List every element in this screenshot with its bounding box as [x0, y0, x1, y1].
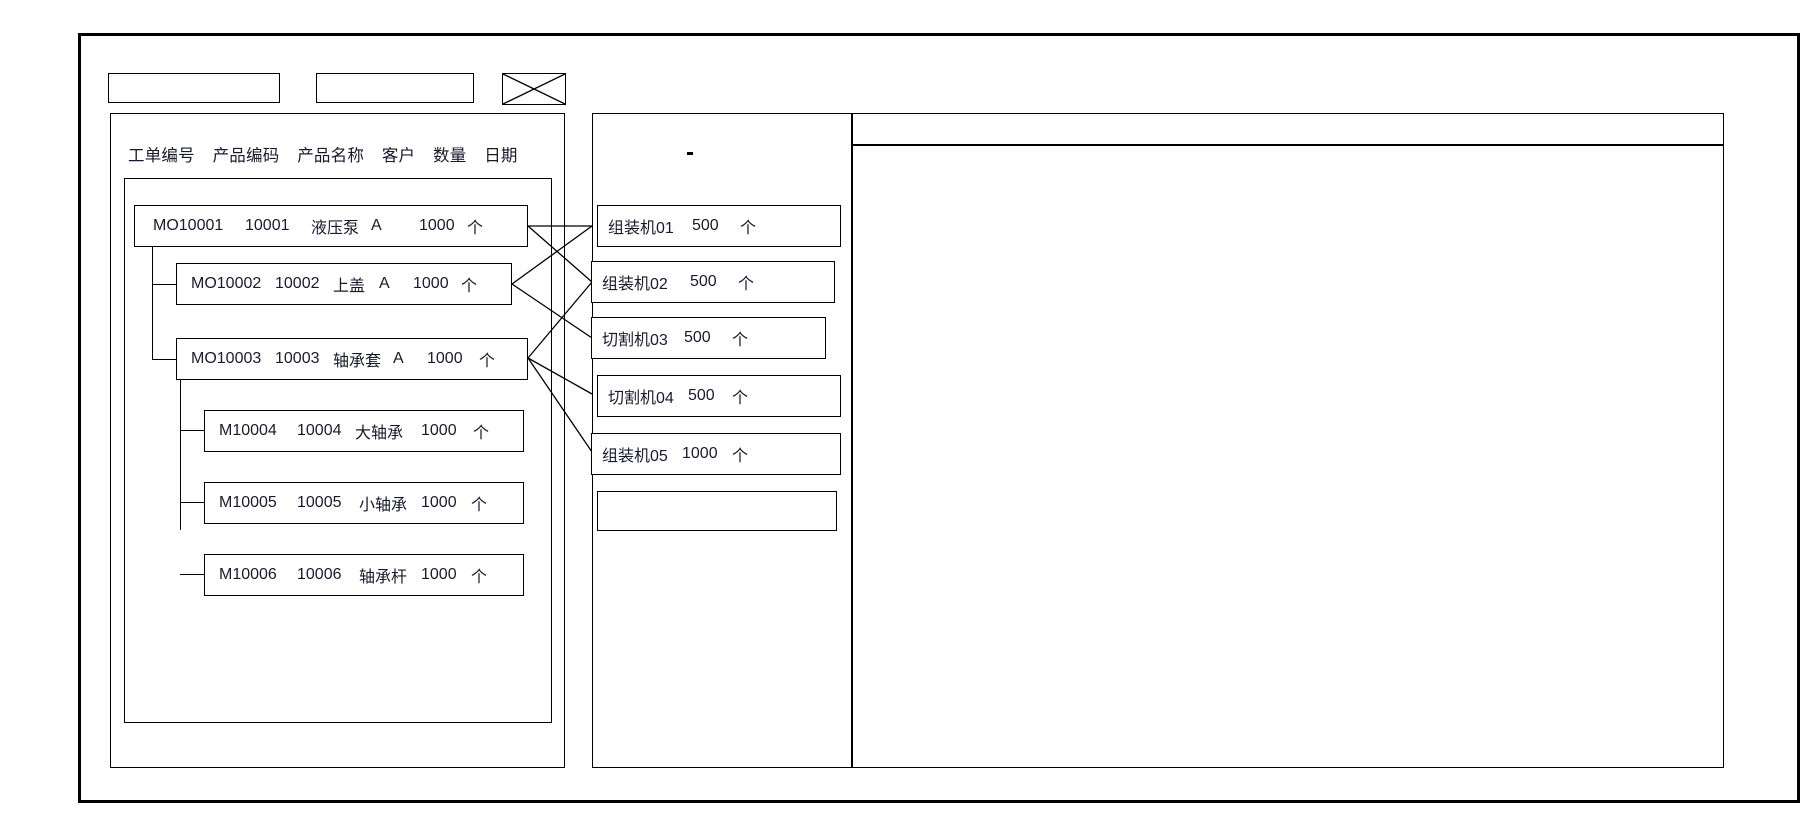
row-quantity: 1000	[413, 275, 449, 292]
row-product-name: 大轴承	[355, 425, 404, 442]
row-customer: A	[371, 217, 382, 234]
middle-panel-marker	[687, 152, 693, 155]
row-product-code: 10005	[297, 494, 342, 511]
toolbar-input-1[interactable]	[108, 73, 280, 103]
row-unit: 个	[479, 353, 496, 370]
machine-card[interactable]: 组装机05 1000 个	[591, 433, 841, 475]
row-quantity: 1000	[421, 494, 457, 511]
column-header-customer: 客户	[381, 147, 416, 165]
machine-unit: 个	[738, 276, 755, 293]
machine-quantity: 1000	[682, 445, 718, 462]
machine-quantity: 500	[690, 273, 717, 290]
row-order-no: M10004	[219, 422, 277, 439]
machine-card[interactable]: 组装机01 500 个	[597, 205, 841, 247]
tree-connector-branch-to-row6	[180, 574, 204, 576]
row-product-code: 10001	[245, 217, 290, 234]
column-header-product-code: 产品编码	[212, 147, 280, 165]
table-row[interactable]: MO10001 10001 液压泵 A 1000 个	[134, 205, 528, 247]
row-order-no: M10005	[219, 494, 277, 511]
row-unit: 个	[471, 497, 488, 514]
row-product-code: 10003	[275, 350, 320, 367]
tree-connector-branch-to-row4	[180, 430, 204, 432]
machine-card[interactable]: 切割机03 500 个	[591, 317, 826, 359]
detail-content-panel	[852, 113, 1724, 768]
column-header-date: 日期	[484, 147, 518, 165]
row-unit: 个	[473, 425, 490, 442]
tree-connector-branch-to-row3	[152, 359, 176, 361]
detail-panel-header-divider	[853, 144, 1723, 146]
row-product-name: 轴承杆	[359, 569, 408, 586]
machine-quantity: 500	[688, 387, 715, 404]
column-header-order-no: 工单编号	[128, 147, 195, 165]
machine-card[interactable]: 组装机02 500 个	[591, 261, 835, 303]
row-order-no: MO10001	[153, 217, 224, 234]
row-product-name: 小轴承	[359, 497, 408, 514]
table-row[interactable]: M10006 10006 轴承杆 1000 个	[204, 554, 524, 596]
machine-name: 组装机05	[602, 448, 668, 465]
table-row[interactable]: MO10002 10002 上盖 A 1000 个	[176, 263, 512, 305]
machine-unit: 个	[732, 390, 749, 407]
crossed-box-image-placeholder-icon[interactable]	[502, 73, 566, 105]
row-order-no: MO10002	[191, 275, 262, 292]
row-quantity: 1000	[421, 422, 457, 439]
row-quantity: 1000	[427, 350, 463, 367]
row-unit: 个	[461, 278, 478, 295]
tree-connector-trunk-2	[180, 375, 182, 530]
row-product-name: 液压泵	[311, 220, 360, 237]
machine-quantity: 500	[684, 329, 711, 346]
row-product-code: 10004	[297, 422, 342, 439]
detail-panel-content	[868, 158, 1708, 758]
row-product-code: 10006	[297, 566, 342, 583]
tree-connector-trunk-1	[152, 240, 154, 360]
machine-name: 切割机04	[608, 390, 674, 407]
row-customer: A	[393, 350, 404, 367]
row-unit: 个	[471, 569, 488, 586]
machine-name: 组装机01	[608, 220, 674, 237]
machine-quantity: 500	[692, 217, 719, 234]
row-quantity: 1000	[421, 566, 457, 583]
tree-connector-branch-to-row2	[152, 284, 176, 286]
column-header-quantity: 数量	[433, 147, 467, 165]
machine-unit: 个	[732, 448, 749, 465]
row-product-code: 10002	[275, 275, 320, 292]
column-header-product-name: 产品名称	[297, 147, 365, 165]
machine-unit: 个	[740, 220, 757, 237]
row-product-name: 上盖	[333, 278, 366, 295]
row-quantity: 1000	[419, 217, 455, 234]
row-product-name: 轴承套	[333, 353, 382, 370]
machine-card[interactable]: 切割机04 500 个	[597, 375, 841, 417]
table-row[interactable]: MO10003 10003 轴承套 A 1000 个	[176, 338, 528, 380]
row-order-no: M10006	[219, 566, 277, 583]
machine-card-empty[interactable]	[597, 491, 837, 531]
detail-panel-header-text	[868, 120, 1708, 142]
toolbar	[108, 73, 588, 105]
machine-name: 切割机03	[602, 332, 668, 349]
row-customer: A	[379, 275, 390, 292]
row-order-no: MO10003	[191, 350, 262, 367]
tree-column-headers: 工单编号 产品编码 产品名称 客户 数量 日期	[128, 142, 548, 166]
machine-name: 组装机02	[602, 276, 668, 293]
toolbar-input-2[interactable]	[316, 73, 474, 103]
table-row[interactable]: M10004 10004 大轴承 1000 个	[204, 410, 524, 452]
table-row[interactable]: M10005 10005 小轴承 1000 个	[204, 482, 524, 524]
row-unit: 个	[467, 220, 484, 237]
tree-connector-branch-to-row5	[180, 502, 204, 504]
machine-unit: 个	[732, 332, 749, 349]
